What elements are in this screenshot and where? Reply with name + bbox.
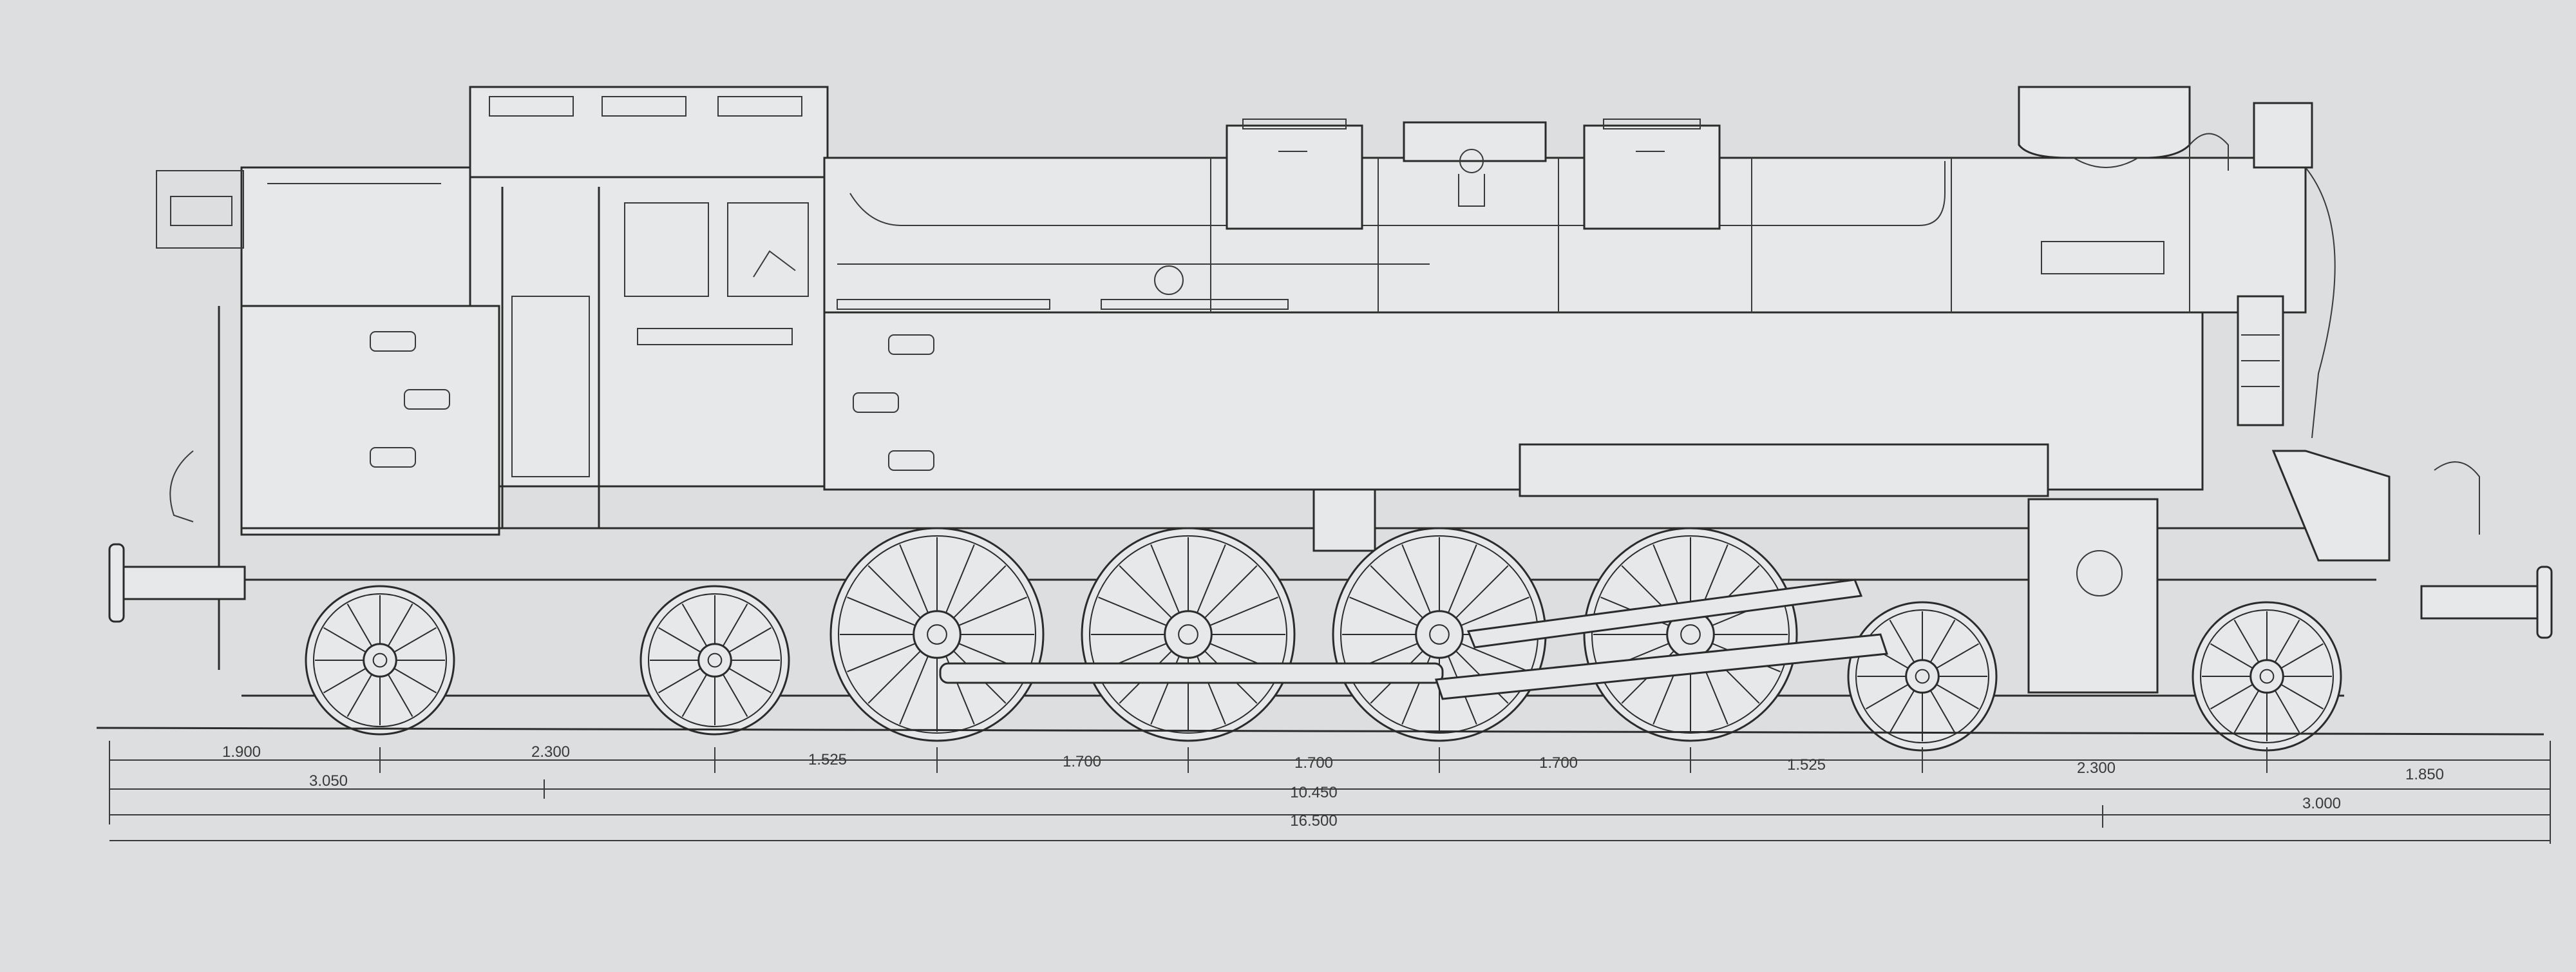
coal-bunker [156,170,500,670]
dim-10450: 10.450 [1290,784,1337,801]
dim-16500: 16.500 [1290,812,1337,830]
steam-dome [1403,121,1547,207]
wheel-driving-4 [1583,527,1798,742]
dim-2300-rear: 2.300 [531,743,570,761]
dim-1900: 1.900 [222,743,261,761]
dim-1850: 1.850 [2405,766,2444,783]
sand-dome-rear [1583,119,1721,230]
dimension-lines [109,741,2551,844]
frame [242,443,2391,697]
wheel-driving-1 [829,527,1045,742]
wheel-driving-5 [1847,601,1998,752]
cylinder [2027,498,2159,694]
chimney [2018,86,2191,168]
cab-window-right [727,202,809,297]
coupling-rod [939,662,1444,684]
smokebox-fittings [2189,102,2313,426]
rail-line [96,727,2544,736]
dim-1700-b: 1.700 [1294,754,1333,772]
dim-1525-rear: 1.525 [808,751,847,768]
dimension-labels: 1.900 2.300 1.525 1.700 1.700 1.700 1.52… [222,743,2444,830]
dim-3050: 3.050 [309,772,348,790]
wheel-driving-2 [1081,527,1296,742]
buffer-rear [108,543,246,623]
wheel-leading [2192,601,2342,752]
buffer-front [2420,461,2553,639]
dim-2300-front: 2.300 [2077,759,2116,777]
wheels [305,527,2342,752]
dim-1700-c: 1.700 [1539,754,1578,772]
wheel-trailing-rear [305,585,455,736]
dim-3000: 3.000 [2302,795,2341,812]
boiler [823,157,2336,439]
dim-1700-a: 1.700 [1063,753,1101,770]
cab-window-left [624,202,709,297]
sand-dome-front [1226,119,1363,230]
dim-1525-front: 1.525 [1787,756,1826,774]
wheel-trailing-front [639,585,790,736]
main-rod [1434,578,1889,700]
